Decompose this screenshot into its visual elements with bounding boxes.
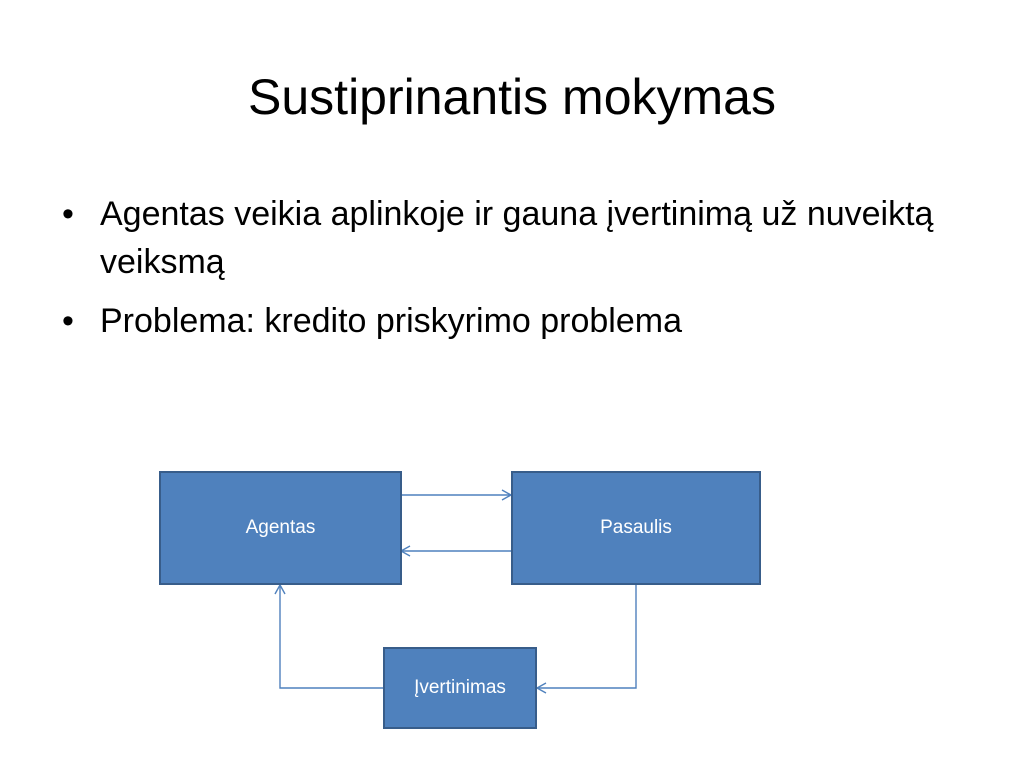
reward-box: Įvertinimas bbox=[383, 647, 537, 729]
bullet-list: • Agentas veikia aplinkoje ir gauna įver… bbox=[62, 190, 982, 356]
bullet-marker: • bbox=[62, 302, 74, 340]
bullet-item: • Agentas veikia aplinkoje ir gauna įver… bbox=[62, 190, 982, 286]
bullet-marker: • bbox=[62, 195, 74, 233]
arrow-reward-to-agent bbox=[274, 583, 384, 689]
reward-label: Įvertinimas bbox=[414, 677, 506, 698]
agent-label: Agentas bbox=[245, 517, 316, 538]
bullet-text: Problema: kredito priskyrimo problema bbox=[100, 302, 682, 340]
slide-title: Sustiprinantis mokymas bbox=[248, 69, 776, 125]
agent-box: Agentas bbox=[159, 471, 402, 585]
bullet-text: Agentas veikia aplinkoje ir gauna įverti… bbox=[100, 195, 934, 281]
bullet-item: • Problema: kredito priskyrimo problema bbox=[62, 297, 982, 345]
world-box: Pasaulis bbox=[511, 471, 761, 585]
world-label: Pasaulis bbox=[600, 517, 672, 538]
arrow-world-to-reward bbox=[535, 584, 637, 694]
